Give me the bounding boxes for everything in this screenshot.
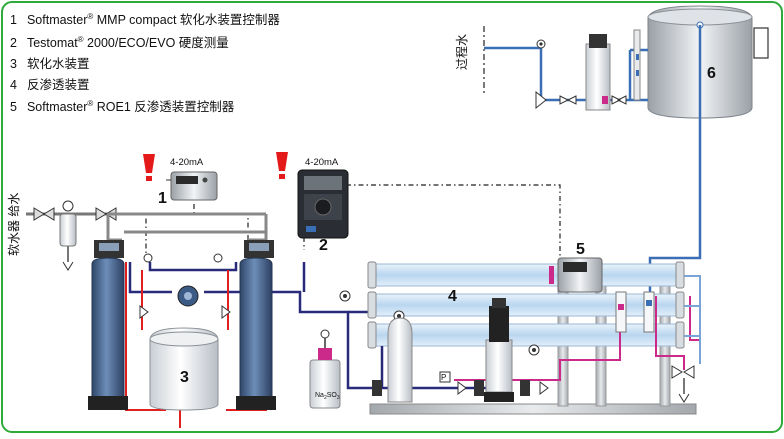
text-label: ROE1 反渗透装置控制器: [93, 99, 234, 114]
text-label: 反渗透装置: [27, 77, 90, 92]
process-water-label: 过程水: [454, 34, 469, 70]
controller-1: [166, 171, 218, 201]
text-label: 1: [10, 13, 17, 27]
callout-4: 4: [448, 288, 457, 305]
legend-item-5: 5 Softmaster® ROE1 反渗透装置控制器: [10, 99, 235, 114]
brine-tank-3: [149, 327, 219, 411]
text-label: Softmaster: [27, 100, 87, 114]
ro-pump: [484, 298, 514, 402]
text-label: 3: [337, 395, 340, 401]
callout-2: 2: [319, 237, 328, 254]
legend-item-2: 2 Testomat® 2000/ECO/EVO 硬度测量: [10, 35, 229, 50]
flow-meter: [177, 285, 199, 307]
text-label: 2: [10, 36, 17, 50]
text-label: ®: [78, 35, 84, 44]
alarm-icon-2: [276, 152, 288, 179]
text-label: P: [441, 373, 446, 382]
text-label: 3: [10, 57, 17, 71]
signal-label-1: 4-20mA: [170, 157, 204, 168]
chemical-label: Na2SO3: [315, 392, 340, 401]
text-label: ®: [87, 99, 93, 108]
storage-tank-6: [647, 5, 769, 119]
text-label: ®: [87, 12, 93, 21]
legend-item-1: 1 Softmaster® MMP compact 软化水装置控制器: [10, 12, 280, 27]
text-label: Softmaster: [27, 13, 87, 27]
ro-inlet-valves: [372, 380, 549, 396]
text-label: 2: [324, 395, 327, 401]
legend-item-3: 3 软化水装置: [10, 57, 89, 71]
text-label: 软化水装置: [27, 57, 90, 71]
alarm-icon-1: [143, 154, 155, 181]
softener-tank-left: [88, 240, 128, 410]
controller-5: [549, 257, 603, 293]
drain-valves: [139, 253, 231, 319]
text-label: MMP compact 软化水装置控制器: [93, 13, 280, 27]
ro-membranes: [367, 261, 685, 349]
text-label: Na: [315, 392, 324, 399]
testomat-2: [297, 169, 349, 239]
callout-5: 5: [576, 241, 585, 258]
text-label: 2000/ECO/EVO 硬度测量: [84, 35, 229, 50]
text-label: Testomat: [27, 36, 78, 50]
text-label: 5: [10, 100, 17, 114]
process-water-line: [483, 26, 648, 111]
flowmeters-ro: [615, 291, 655, 333]
feed-pipes: [26, 200, 268, 271]
softener-tank-right: [236, 240, 276, 410]
feed-water-label: 软水器 给水: [7, 193, 21, 256]
text-label: 4: [10, 78, 17, 92]
callout-3: 3: [180, 369, 189, 386]
text-label: SO: [327, 392, 338, 399]
permeate-pipes: [684, 275, 701, 364]
pressure-valve: P: [439, 371, 467, 395]
callout-6: 6: [707, 65, 716, 82]
ro-prefilter: [387, 317, 413, 403]
ro-outlet-valve: [671, 365, 695, 403]
callout-1: 1: [158, 190, 167, 207]
legend-item-4: 4 反渗透装置: [10, 77, 89, 92]
signal-label-2: 4-20mA: [305, 157, 339, 168]
dosing-tank: [309, 329, 341, 409]
